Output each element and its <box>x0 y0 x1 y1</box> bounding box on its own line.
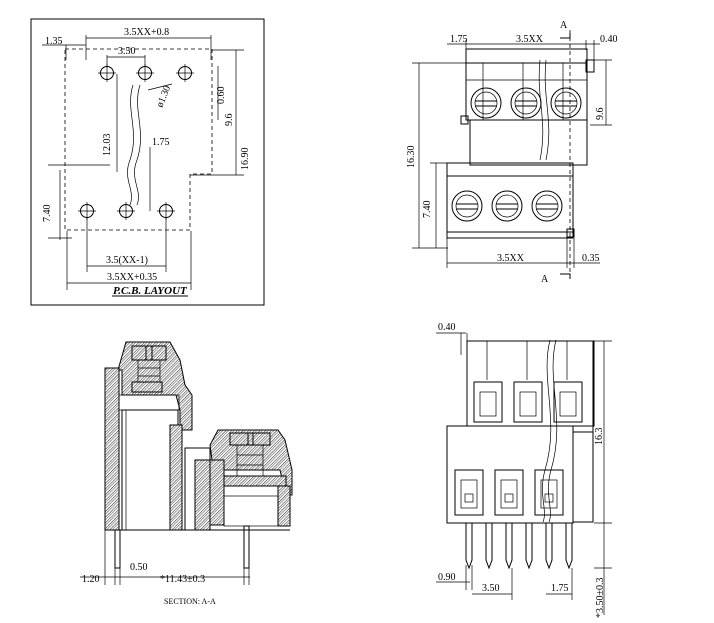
pcb-dim-1-35: 1.35 <box>45 36 63 47</box>
section-dim-0-50: 0.50 <box>130 562 148 573</box>
pcb-dim-12-03: 12.03 <box>102 134 113 157</box>
pcb-dim-0-60: 0.60 <box>216 87 227 105</box>
front-dim-0-90: 0.90 <box>438 572 456 583</box>
top-dim-7-40: 7.40 <box>422 201 433 219</box>
front-dim-0-40: 0.40 <box>438 322 456 333</box>
pcb-hole-row-top <box>98 64 194 82</box>
top-section-a-top: A <box>560 20 568 31</box>
section-view: 1.20 0.50 *11.43±0.3 SECTION: A-A <box>80 341 293 606</box>
top-section-a-bottom: A <box>541 274 549 285</box>
top-dim-3-5xx-bottom: 3.5XX <box>497 253 525 264</box>
front-view-windows-lower <box>454 469 564 516</box>
top-view-screws-upper <box>470 87 582 119</box>
top-dim-0-40: 0.40 <box>600 34 618 45</box>
section-dim-11-43: *11.43±0.3 <box>160 574 205 585</box>
section-caption: SECTION: A-A <box>164 597 216 606</box>
top-dim-9-6: 9.6 <box>595 108 606 121</box>
front-dim-3-50-tol: *3.50±0.3 <box>595 578 606 619</box>
front-view-pins <box>465 523 573 570</box>
top-dim-1-75: 1.75 <box>450 34 468 45</box>
pcb-dim-pitch-plus: 3.5XX+0.35 <box>107 272 157 283</box>
front-view-windows-upper <box>473 381 583 423</box>
top-view: 1.75 3.5XX 0.40 A 9.6 16.30 7.40 3.5XX 0… <box>406 20 618 285</box>
top-dim-16-30: 16.30 <box>406 146 417 169</box>
pcb-dim-1-75: 1.75 <box>152 137 170 148</box>
pcb-dim-pitch-total: 3.5XX+0.8 <box>124 27 169 38</box>
pcb-hole-row-bottom <box>78 202 175 220</box>
front-view: 0.40 16.3 0.90 3.50 1.75 *3.50±0.3 <box>436 322 612 618</box>
top-dim-3-5xx: 3.5XX <box>516 34 544 45</box>
pcb-dim-pitch-minus: 3.5(XX-1) <box>106 255 148 266</box>
pcb-frame <box>30 18 265 306</box>
pcb-layout-view: 1.35 3.5XX+0.8 3.50 ø1.30 0.60 9.6 12.03… <box>30 18 265 306</box>
front-dim-16-3: 16.3 <box>594 428 605 446</box>
top-dim-0-35: 0.35 <box>582 253 600 264</box>
front-dim-1-75: 1.75 <box>551 583 569 594</box>
pcb-dim-16-90: 16.90 <box>240 148 251 171</box>
pcb-dim-7-40: 7.40 <box>42 205 53 223</box>
top-view-screws-lower <box>451 190 563 222</box>
section-dim-1-20: 1.20 <box>82 574 100 585</box>
pcb-outline <box>64 48 213 231</box>
pcb-break-line-2 <box>134 84 141 206</box>
pcb-break-line <box>127 84 134 206</box>
pcb-dim-3-50: 3.50 <box>118 46 136 57</box>
pcb-dim-9-6: 9.6 <box>224 114 235 127</box>
front-dim-3-50: 3.50 <box>482 583 500 594</box>
pcb-layout-title: P.C.B. LAYOUT <box>113 285 188 297</box>
